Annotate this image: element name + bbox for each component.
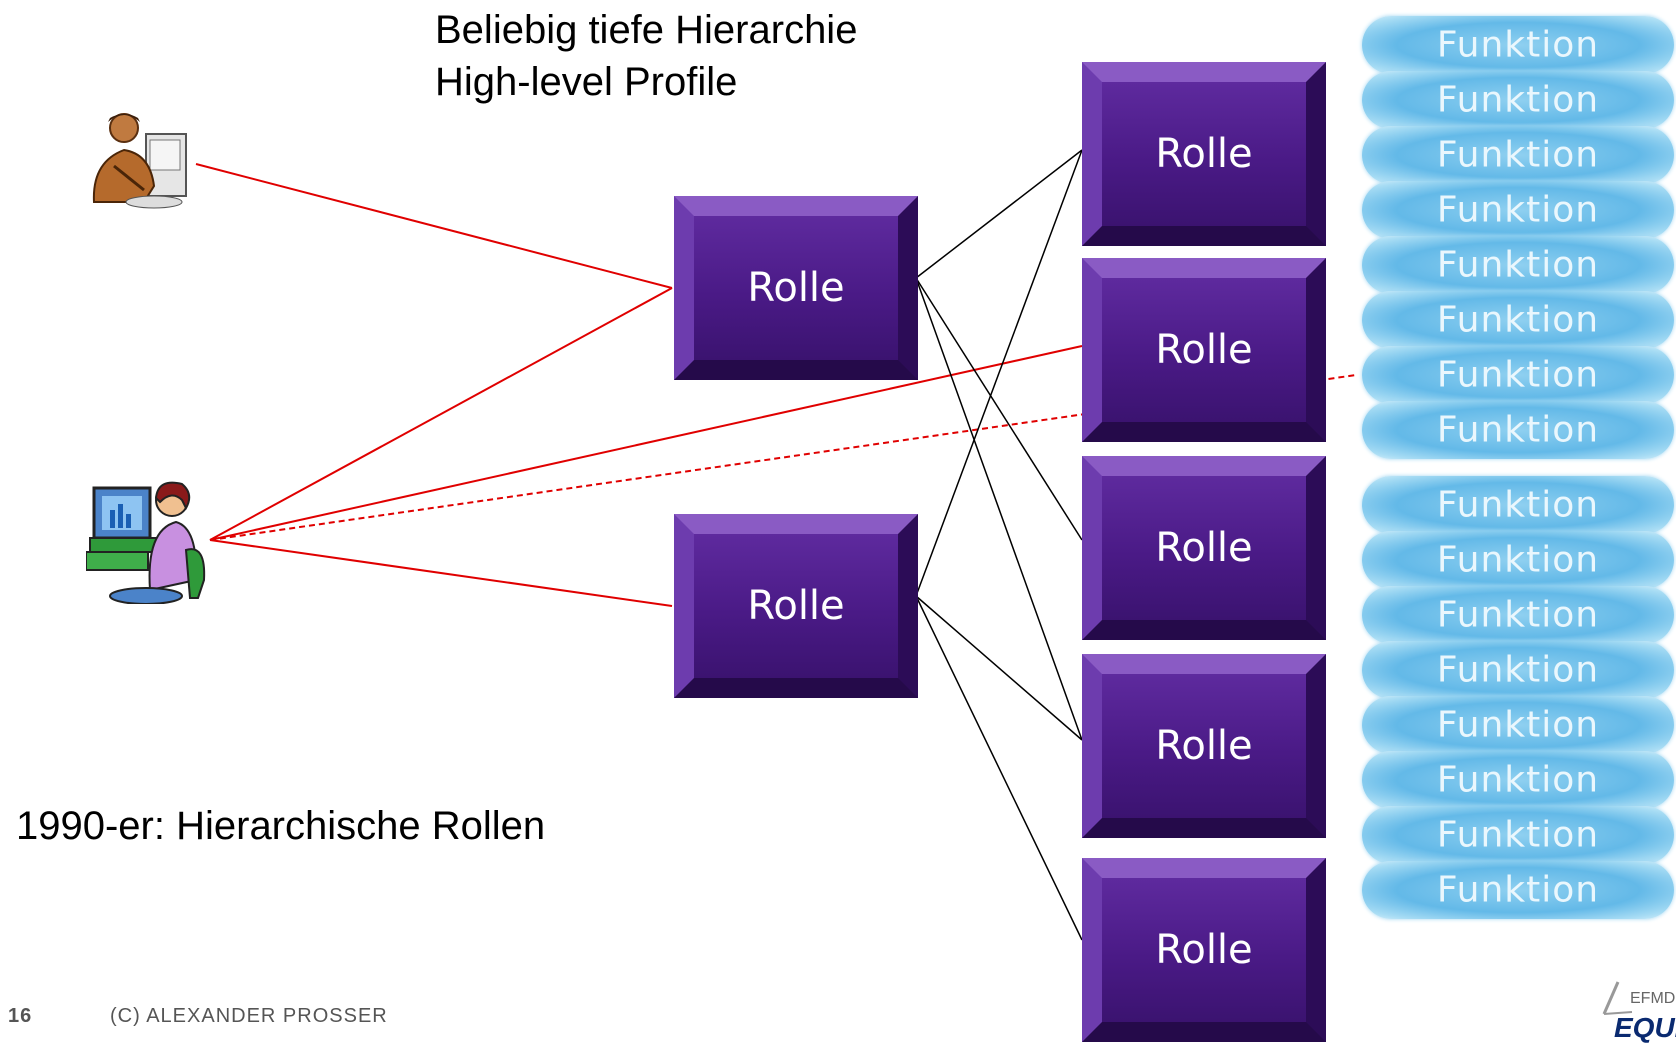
role-label: Rolle: [747, 265, 845, 311]
role-box: Rolle: [1082, 456, 1326, 640]
function-label: Funktion: [1436, 869, 1600, 911]
function-pill: Funktion: [1362, 586, 1674, 644]
function-pill: Funktion: [1362, 401, 1674, 459]
function-label: Funktion: [1436, 484, 1600, 526]
function-pill: Funktion: [1362, 861, 1674, 919]
role-label: Rolle: [747, 583, 845, 629]
diagram-heading: Beliebig tiefe Hierarchie: [435, 8, 858, 52]
link-user2-role-b: [209, 539, 673, 607]
link-user1-role-a: [195, 163, 673, 289]
role-box: Rolle: [1082, 62, 1326, 246]
role-box: Rolle: [674, 196, 918, 380]
function-pill: Funktion: [1362, 291, 1674, 349]
function-pill: Funktion: [1362, 16, 1674, 74]
function-label: Funktion: [1436, 814, 1600, 856]
slide-number: 16: [8, 1005, 33, 1027]
function-pill: Funktion: [1362, 751, 1674, 809]
function-label: Funktion: [1436, 354, 1600, 396]
function-label: Funktion: [1436, 79, 1600, 121]
function-pill: Funktion: [1362, 236, 1674, 294]
function-pill: Funktion: [1362, 641, 1674, 699]
function-label: Funktion: [1436, 649, 1600, 691]
function-pill: Funktion: [1362, 126, 1674, 184]
function-label: Funktion: [1436, 299, 1600, 341]
role-box: Rolle: [1082, 858, 1326, 1042]
link-role-a-role-1: [915, 149, 1083, 279]
function-label: Funktion: [1436, 409, 1600, 451]
link-role-b-role-1: [915, 149, 1083, 597]
logo-swoosh-icon: [1602, 981, 1633, 1015]
function-pill: Funktion: [1362, 531, 1674, 589]
link-role-a-role-4: [915, 277, 1083, 741]
role-label: Rolle: [1155, 723, 1253, 769]
function-label: Funktion: [1436, 24, 1600, 66]
function-pill: Funktion: [1362, 696, 1674, 754]
role-box: Rolle: [674, 514, 918, 698]
function-label: Funktion: [1436, 759, 1600, 801]
function-pill: Funktion: [1362, 476, 1674, 534]
function-label: Funktion: [1436, 704, 1600, 746]
diagram-subheading: High-level Profile: [435, 60, 738, 104]
link-role-a-role-3: [915, 277, 1083, 541]
link-role-b-role-4: [915, 595, 1083, 741]
function-label: Funktion: [1436, 134, 1600, 176]
link-role-b-role-5: [915, 595, 1083, 941]
link-user2-role-a: [209, 287, 673, 541]
role-label: Rolle: [1155, 927, 1253, 973]
function-pill: Funktion: [1362, 346, 1674, 404]
function-label: Funktion: [1436, 244, 1600, 286]
logo-equis-text: EQUIS: [1614, 1012, 1676, 1043]
copyright-notice: (C) ALEXANDER PROSSER: [110, 1005, 388, 1027]
role-label: Rolle: [1155, 131, 1253, 177]
function-pill: Funktion: [1362, 806, 1674, 864]
logo-efmd-text: EFMD: [1630, 990, 1676, 1007]
function-pill: Funktion: [1362, 71, 1674, 129]
role-label: Rolle: [1155, 327, 1253, 373]
role-box: Rolle: [1082, 654, 1326, 838]
equis-logo: EFMD EQUIS: [1596, 968, 1676, 1043]
role-box: Rolle: [1082, 258, 1326, 442]
businessman-computer-icon: [92, 113, 187, 209]
role-label: Rolle: [1155, 525, 1253, 571]
function-pill: Funktion: [1362, 181, 1674, 239]
function-label: Funktion: [1436, 189, 1600, 231]
diagram-caption: 1990-er: Hierarchische Rollen: [16, 804, 546, 848]
link-user2-role-2: [209, 345, 1083, 541]
function-label: Funktion: [1436, 539, 1600, 581]
function-label: Funktion: [1436, 594, 1600, 636]
woman-computer-icon: [86, 481, 206, 604]
